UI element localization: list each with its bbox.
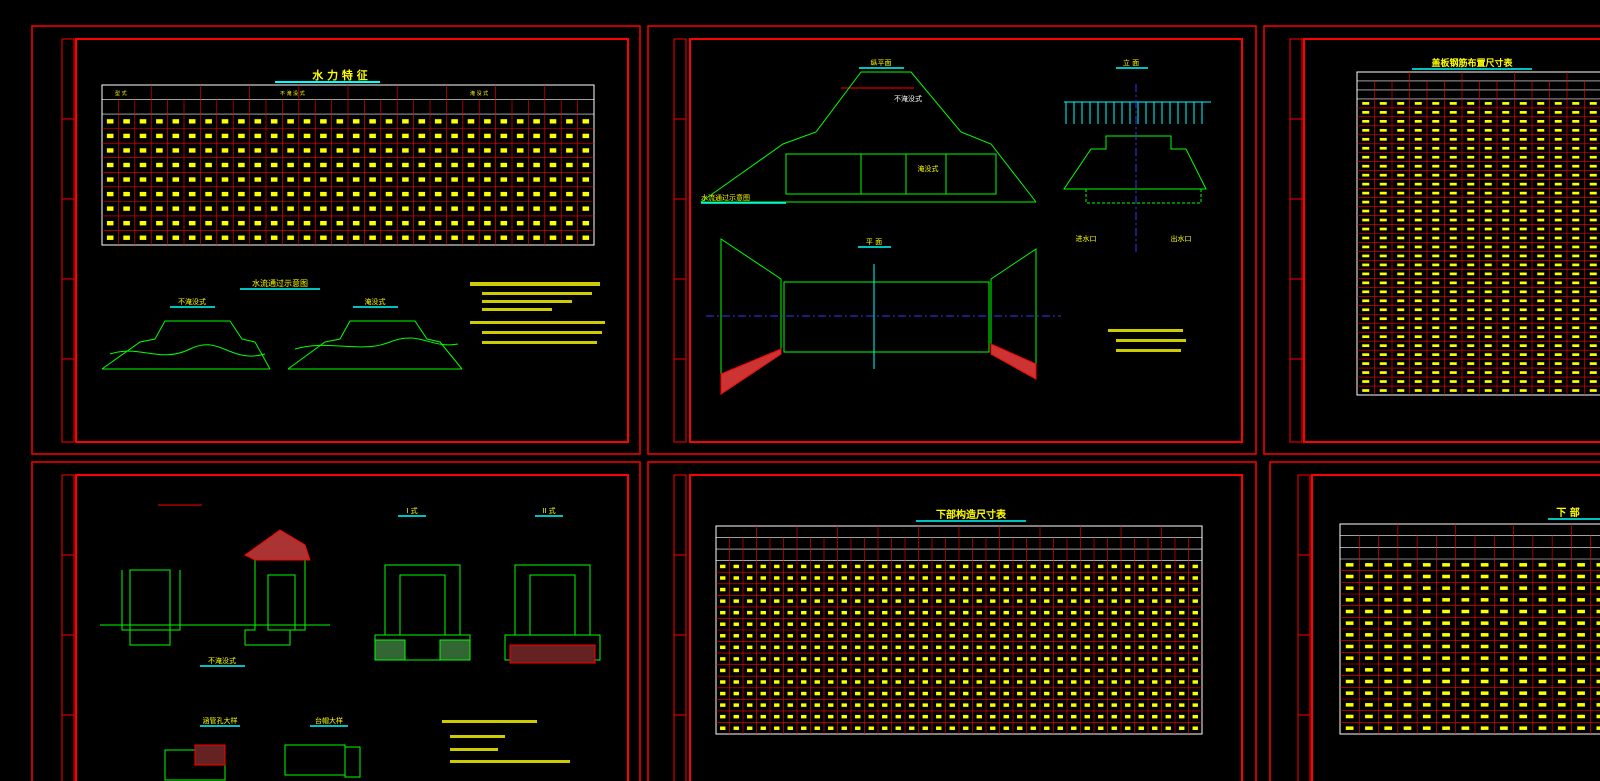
view-longitudinal: 纵平面 bbox=[871, 59, 892, 67]
substructure-table bbox=[715, 525, 1203, 735]
abutment-main bbox=[100, 560, 330, 646]
culvert-section-right bbox=[287, 320, 463, 370]
plan-view bbox=[720, 238, 1037, 395]
sheet-title: 盖板钢筋布置尺寸表 bbox=[1431, 57, 1513, 69]
label-submerged: 淹没式 bbox=[365, 297, 386, 306]
notes-text bbox=[442, 720, 570, 763]
label-type-i: I 式 bbox=[406, 506, 417, 515]
hydraulic-table: 型 式 不 淹 没 式 淹 没 式 bbox=[101, 84, 595, 246]
label-inlet: 进水口 bbox=[1076, 234, 1097, 243]
label-flow: 水流通过示意图 bbox=[701, 193, 750, 202]
notes-text bbox=[470, 282, 605, 344]
abutment-type-i bbox=[374, 564, 471, 661]
drawing-sheet-abutment[interactable]: 不淹没式 I 式 II 式 涵管孔大样 台帽大样 bbox=[30, 460, 642, 781]
sheet-title: 下部构造尺寸表 bbox=[936, 508, 1007, 521]
label-detail-b: 台帽大样 bbox=[315, 716, 343, 725]
drawing-sheet-rebar-table[interactable]: 盖板钢筋布置尺寸表 bbox=[1262, 24, 1600, 456]
drawing-sheet-elevation[interactable]: 纵平面 立 面 不淹没式 淹没式 水流通过示意图 平 面 bbox=[646, 24, 1258, 456]
section-title: 水流通过示意图 bbox=[252, 278, 308, 288]
table-header-unsub: 不 淹 没 式 bbox=[280, 90, 305, 97]
table-header-type: 型 式 bbox=[115, 90, 127, 97]
label-submerged: 淹没式 bbox=[918, 164, 939, 173]
view-elevation: 立 面 bbox=[1123, 58, 1139, 67]
substructure-table-partial bbox=[1339, 523, 1600, 735]
drawing-sheet-substructure-table[interactable]: 下部构造尺寸表 bbox=[646, 460, 1258, 781]
abutment-type-ii bbox=[504, 564, 601, 664]
label-type-ii: II 式 bbox=[542, 506, 555, 515]
view-plan: 平 面 bbox=[866, 238, 882, 246]
detail-drawings bbox=[164, 744, 361, 781]
table-header-sub: 淹 没 式 bbox=[470, 90, 488, 97]
title-block-strip bbox=[61, 38, 75, 443]
sheet-title: 水 力 特 征 bbox=[312, 68, 368, 82]
label-unsubmerged: 不淹没式 bbox=[178, 297, 206, 306]
sheet-title: 下 部 bbox=[1556, 506, 1579, 519]
longitudinal-section bbox=[700, 71, 1037, 203]
rebar-table bbox=[1356, 71, 1600, 396]
drawing-sheet-substructure-partial[interactable]: 下 部 bbox=[1268, 460, 1600, 781]
notes-text bbox=[1108, 329, 1186, 352]
label-unsubmerged: 不淹没式 bbox=[208, 656, 236, 665]
label-unsubmerged: 不淹没式 bbox=[894, 94, 922, 103]
label-detail-a: 涵管孔大样 bbox=[203, 716, 238, 725]
culvert-section-left bbox=[101, 320, 271, 370]
drawing-sheet-hydraulic[interactable]: 水 力 特 征 型 式 不 淹 没 式 淹 没 式 水流通过示意图 不淹没式 淹… bbox=[30, 24, 642, 456]
label-outlet: 出水口 bbox=[1171, 234, 1192, 243]
elevation-view bbox=[1063, 101, 1211, 204]
